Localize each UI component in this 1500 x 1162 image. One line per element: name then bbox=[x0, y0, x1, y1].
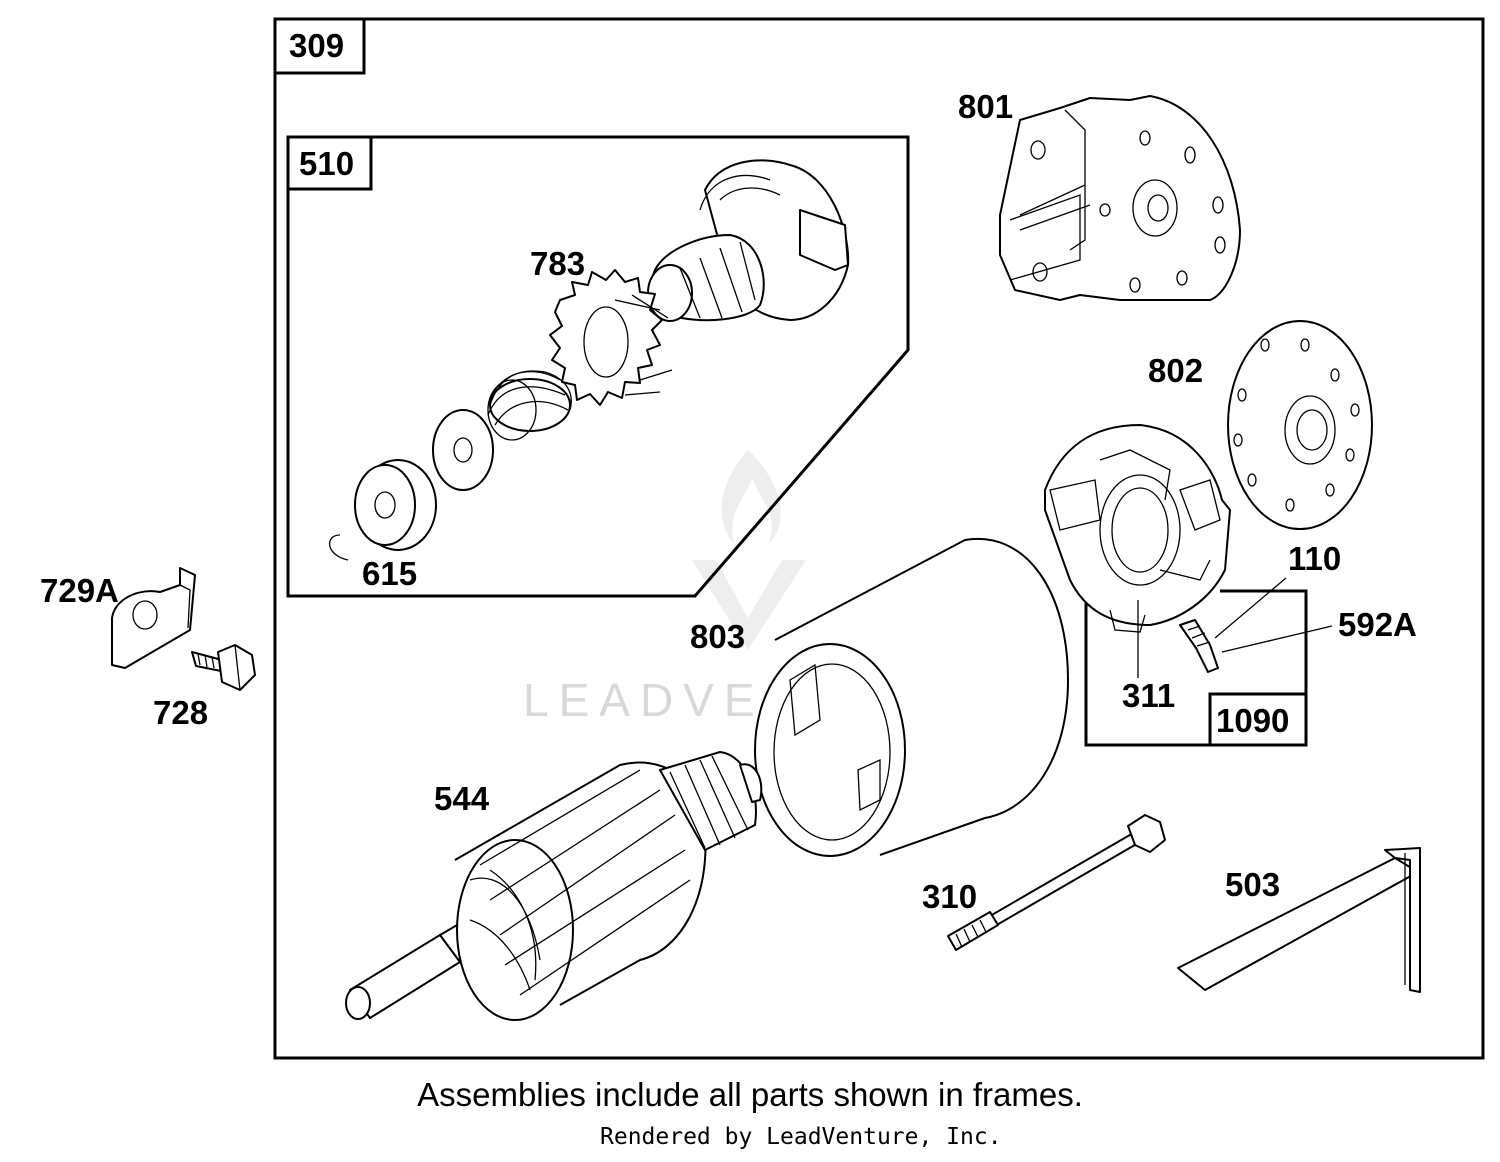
part-783-drive-assembly bbox=[329, 159, 850, 561]
label-729A: 729A bbox=[40, 572, 119, 609]
part-728-screw bbox=[191, 644, 256, 691]
frame-309-label: 309 bbox=[289, 27, 344, 64]
label-783: 783 bbox=[530, 245, 585, 282]
label-310: 310 bbox=[922, 878, 977, 915]
frame-510 bbox=[286, 135, 910, 598]
label-802: 802 bbox=[1148, 352, 1203, 389]
label-801: 801 bbox=[958, 88, 1013, 125]
frame-510-tab bbox=[286, 135, 373, 191]
label-728: 728 bbox=[153, 694, 208, 731]
frame-309 bbox=[273, 17, 1485, 1060]
label-544: 544 bbox=[434, 780, 490, 817]
part-311-brush-holder bbox=[1044, 424, 1231, 673]
label-503: 503 bbox=[1225, 866, 1280, 903]
spring-coils bbox=[487, 370, 572, 441]
label-592A: 592A bbox=[1338, 606, 1417, 643]
render-credit: Rendered by LeadVenture, Inc. bbox=[600, 1124, 1002, 1150]
diagram-caption: Assemblies include all parts shown in fr… bbox=[417, 1076, 1083, 1113]
part-802-plate-disc bbox=[1227, 320, 1373, 530]
frame-309-tab bbox=[273, 17, 366, 75]
frame-1090-tab bbox=[1208, 692, 1308, 747]
label-803: 803 bbox=[690, 618, 745, 655]
label-110: 110 bbox=[1288, 540, 1341, 577]
leader-592A bbox=[1221, 625, 1333, 653]
watermark-logo-icon bbox=[692, 450, 806, 650]
part-803-motor-housing bbox=[754, 537, 1069, 857]
part-544-armature bbox=[345, 751, 763, 1021]
part-310-through-bolt bbox=[947, 814, 1166, 951]
part-729A-lock-plate bbox=[111, 567, 196, 669]
leader-110 bbox=[1214, 577, 1287, 639]
part-801-end-plate bbox=[999, 95, 1241, 301]
label-311: 311 bbox=[1122, 677, 1175, 714]
label-615: 615 bbox=[362, 555, 417, 592]
frame-1090-label: 1090 bbox=[1216, 702, 1289, 739]
frame-510-label: 510 bbox=[299, 145, 354, 182]
part-503-bracket bbox=[1177, 847, 1421, 993]
